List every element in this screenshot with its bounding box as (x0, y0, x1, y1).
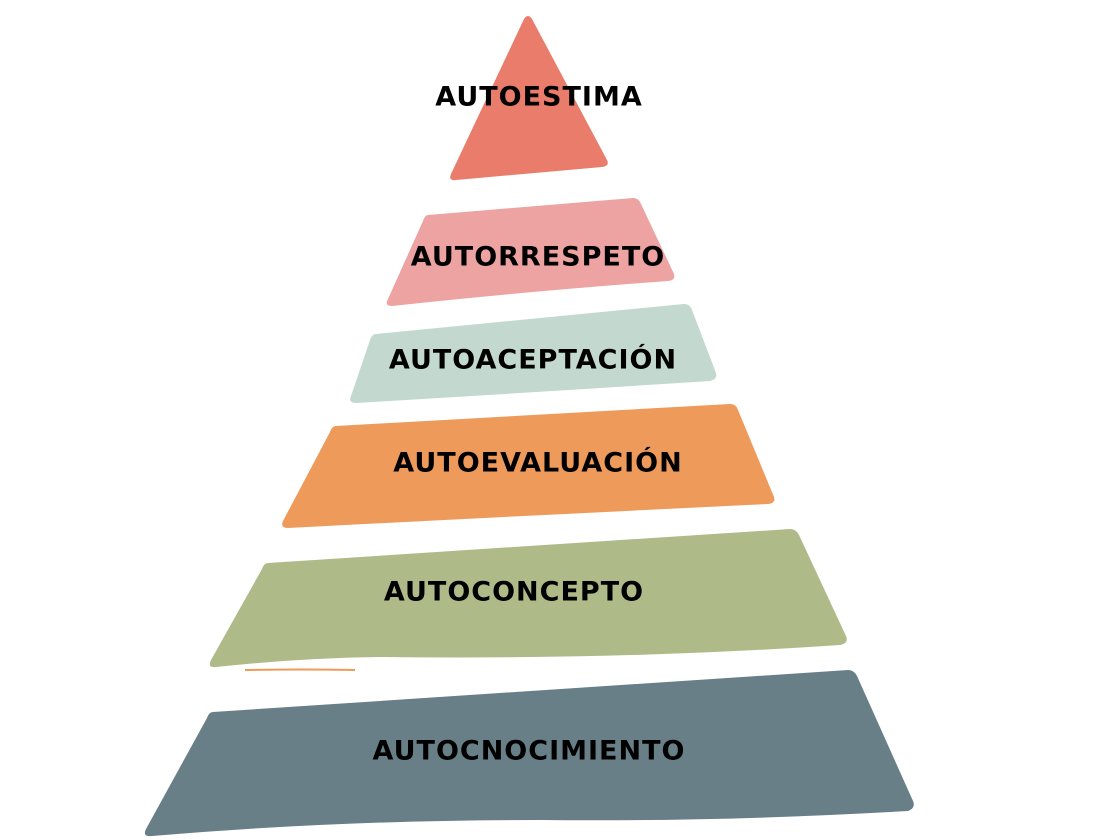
level-label: AUTOESTIMA (435, 82, 642, 113)
pyramid-level-autoevaluacion: AUTOEVALUACIÓN (282, 404, 775, 528)
pyramid-level-autoestima: AUTOESTIMA (435, 16, 642, 181)
level-label: AUTOACEPTACIÓN (389, 344, 677, 376)
accent-stroke (244, 668, 356, 671)
level-label: AUTOCONCEPTO (384, 577, 644, 608)
pyramid-level-autorrespeto: AUTORRESPETO (386, 198, 675, 306)
level-shape (450, 16, 608, 181)
pyramid-level-autocnocimiento: AUTOCNOCIMIENTO (144, 670, 914, 837)
level-shape (386, 198, 675, 306)
level-shape (282, 404, 775, 528)
pyramid-level-autoconcepto: AUTOCONCEPTO (209, 529, 847, 668)
level-shape (144, 670, 914, 837)
level-shape (350, 304, 717, 403)
pyramid-level-autoaceptacion: AUTOACEPTACIÓN (350, 304, 717, 403)
level-label: AUTOEVALUACIÓN (393, 447, 682, 479)
level-label: AUTORRESPETO (411, 242, 665, 273)
level-label: AUTOCNOCIMIENTO (373, 736, 686, 767)
level-shape (209, 529, 847, 668)
